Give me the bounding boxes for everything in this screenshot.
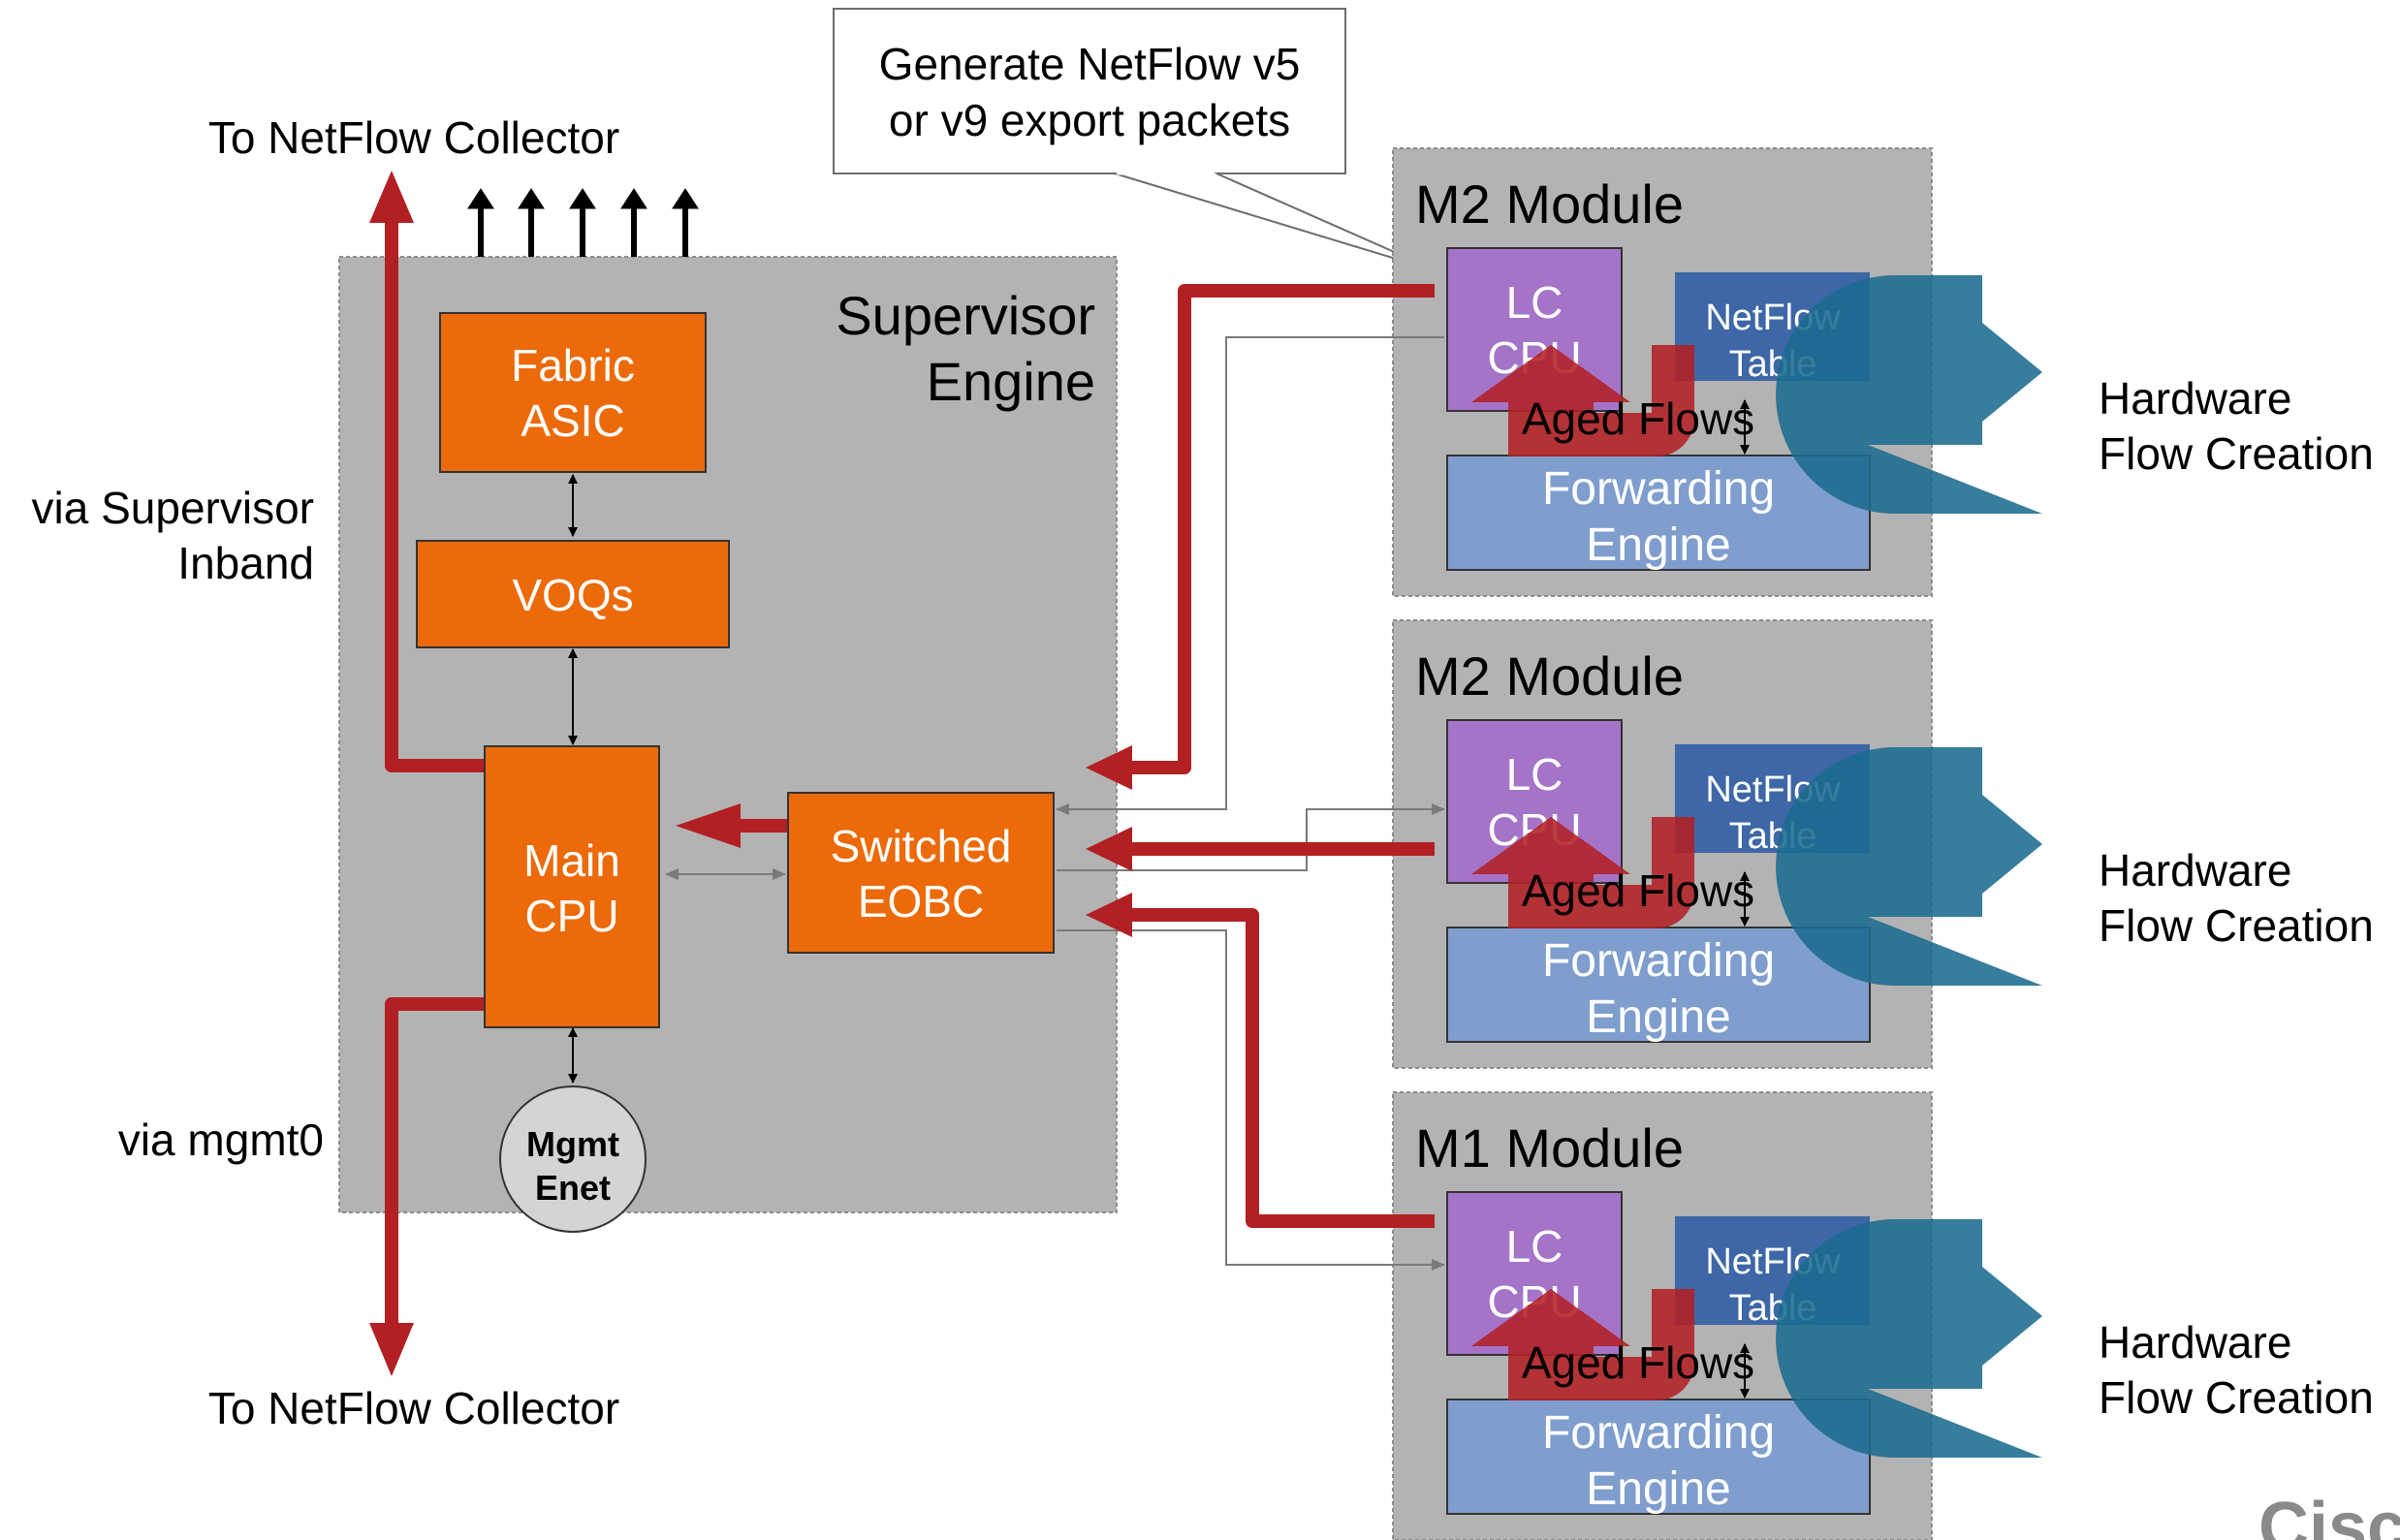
main-cpu-label-2: CPU [524,891,618,941]
forwarding-label-1: Forwarding [1542,1407,1775,1459]
forwarding-engine-block [1446,1399,1871,1515]
hardware-label-1: Hardware [2099,373,2291,424]
callout: Generate NetFlow v5 or v9 export packets [833,8,1441,273]
eobc-label-2: EOBC [858,876,984,927]
fabric-asic-block: Fabric ASIC [439,312,707,473]
voqs-block: VOQs [416,540,730,648]
hardware-flow-arrow [1776,275,2042,514]
hardware-flow-arrow [1776,747,2042,986]
lc-cpu-label-1: LC [1506,749,1563,800]
export-arrowheads [369,171,1132,1376]
hardware-label-2: Flow Creation [2099,900,2374,951]
aged-flows-label: Aged Flows [1522,393,1754,444]
forwarding-label-1: Forwarding [1542,463,1775,515]
aged-flows-arrow [1471,1289,1782,1400]
main-cpu-label-1: Main [523,835,620,886]
collector-label-bottom: To NetFlow Collector [208,1383,619,1433]
via-inband-label-1: via Supervisor [32,483,314,533]
forwarding-label-2: Engine [1586,991,1730,1043]
aged-flows-label: Aged Flows [1522,865,1754,916]
lc-cpu-label-1: LC [1506,277,1563,328]
uplink-arrows [467,188,699,257]
lc-cpu-label-1: LC [1506,1221,1563,1272]
module-title: M2 Module [1415,645,1684,707]
mgmt-label-1: Mgmt [526,1124,619,1164]
aged-flows-arrow [1471,817,1782,928]
eobc-label-1: Switched [831,821,1012,871]
hardware-label-1: Hardware [2099,1317,2291,1367]
hardware-label-1: Hardware [2099,845,2291,896]
switched-eobc-block: Switched EOBC [787,792,1055,954]
callout-line-1: Generate NetFlow v5 [879,39,1301,89]
forwarding-label-2: Engine [1586,519,1730,571]
module-1-contents: LC CPU NetFlow Table Forwarding Engine A… [1446,247,2374,571]
hardware-flow-arrow [1776,1219,2042,1458]
module-2-contents: LC CPU NetFlow Table Forwarding Engine A… [1446,719,2374,1043]
aged-flows-label: Aged Flows [1522,1337,1754,1388]
forwarding-label-2: Engine [1586,1463,1730,1515]
module-title: M1 Module [1415,1117,1684,1179]
supervisor-title-1: Supervisor [836,285,1095,346]
via-inband-label-2: Inband [177,538,314,588]
module-3-contents: LC CPU NetFlow Table Forwarding Engine A… [1446,1191,2374,1515]
hardware-label-2: Flow Creation [2099,1372,2374,1423]
eobc-connectors [665,336,1445,1271]
forwarding-label-1: Forwarding [1542,935,1775,987]
collector-label-top: To NetFlow Collector [208,112,619,163]
cisco-logo: Cisco [2258,1489,2400,1540]
fabric-label-2: ASIC [521,395,624,446]
supervisor-title-2: Engine [927,351,1095,412]
via-mgmt-label: via mgmt0 [118,1115,324,1165]
hardware-label-2: Flow Creation [2099,428,2374,479]
main-cpu-block: Main CPU [484,745,660,1028]
callout-line-2: or v9 export packets [889,95,1290,145]
export-paths [385,218,1435,1328]
module-title: M2 Module [1415,173,1684,235]
voqs-label: VOQs [512,570,633,620]
aged-flows-arrow [1471,345,1782,456]
mgmt-label-2: Enet [535,1168,611,1208]
forwarding-engine-block [1446,927,1871,1043]
forwarding-engine-block [1446,455,1871,571]
mgmt-enet-block: Mgmt Enet [499,1085,647,1233]
fabric-label-1: Fabric [511,340,635,391]
